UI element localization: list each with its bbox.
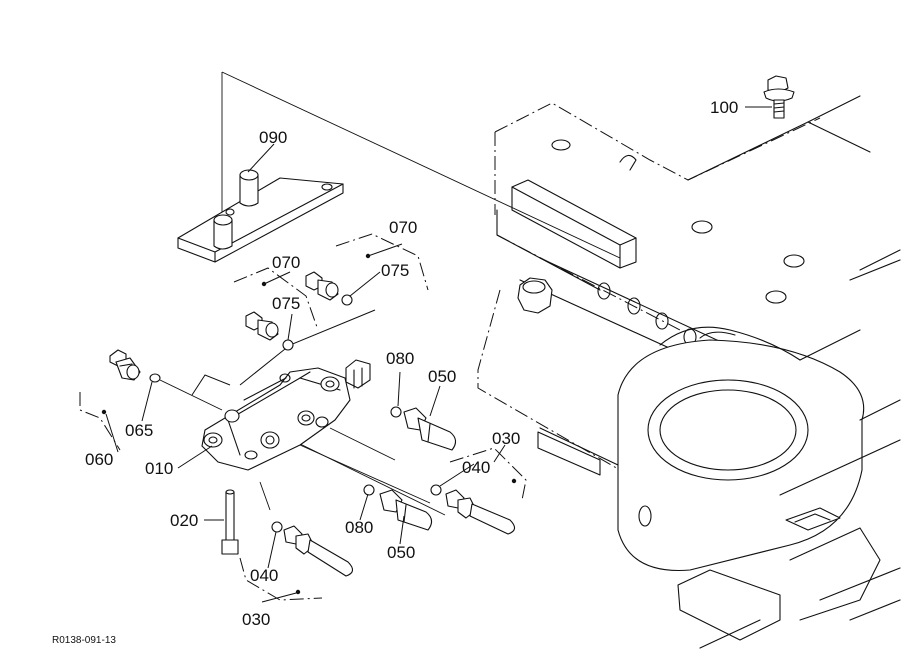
callout-labels: 090 100 070 075 070 075 080 050 065 060 … [52,98,738,646]
plug-050-lower-icon [379,489,433,531]
callout-020: 020 [170,511,198,530]
callout-075-upper: 075 [381,261,409,280]
o-ring-040-left-icon [271,521,283,533]
valve-body-010-icon [191,309,376,471]
drawing-reference-code: R0138-091-13 [52,635,116,646]
o-ring-080-lower-icon [363,484,375,496]
callout-010: 010 [145,459,173,478]
bolt-020-icon [221,489,239,555]
reference-dots [101,253,517,595]
callout-050-lower: 050 [387,543,415,562]
callout-070-upper: 070 [389,218,417,237]
fitting-060-icon [109,349,141,381]
assembly-leader-lines [221,71,621,516]
o-ring-040-right-icon [430,484,442,496]
callout-060: 060 [85,450,113,469]
callout-030-right: 030 [492,429,520,448]
o-ring-075-upper-icon [341,294,353,306]
callout-050-upper: 050 [428,367,456,386]
callout-065: 065 [125,421,153,440]
o-ring-075-lower-icon [282,339,294,351]
callout-075-lower: 075 [272,294,300,313]
callout-080-upper: 080 [386,349,414,368]
callout-100: 100 [710,98,738,117]
callout-030-left: 030 [242,610,270,629]
plate-090-icon [177,169,344,263]
o-ring-080-upper-icon [390,406,402,418]
fitting-070-lower-icon [245,311,279,341]
fitting-070-upper-icon [305,271,339,301]
callout-040-right: 040 [462,458,490,477]
callout-090: 090 [259,128,287,147]
bolt-100-icon [763,75,795,119]
plug-050-upper-icon [403,407,457,451]
lever-030-left-icon [283,525,354,577]
callout-leaders [105,106,772,603]
o-ring-065-icon [149,373,161,383]
lever-030-right-icon [445,489,516,535]
callout-080-lower: 080 [345,518,373,537]
frame-structure [477,95,901,649]
callout-040-left: 040 [250,566,278,585]
group-brackets [79,233,527,601]
callout-070-lower: 070 [272,253,300,272]
